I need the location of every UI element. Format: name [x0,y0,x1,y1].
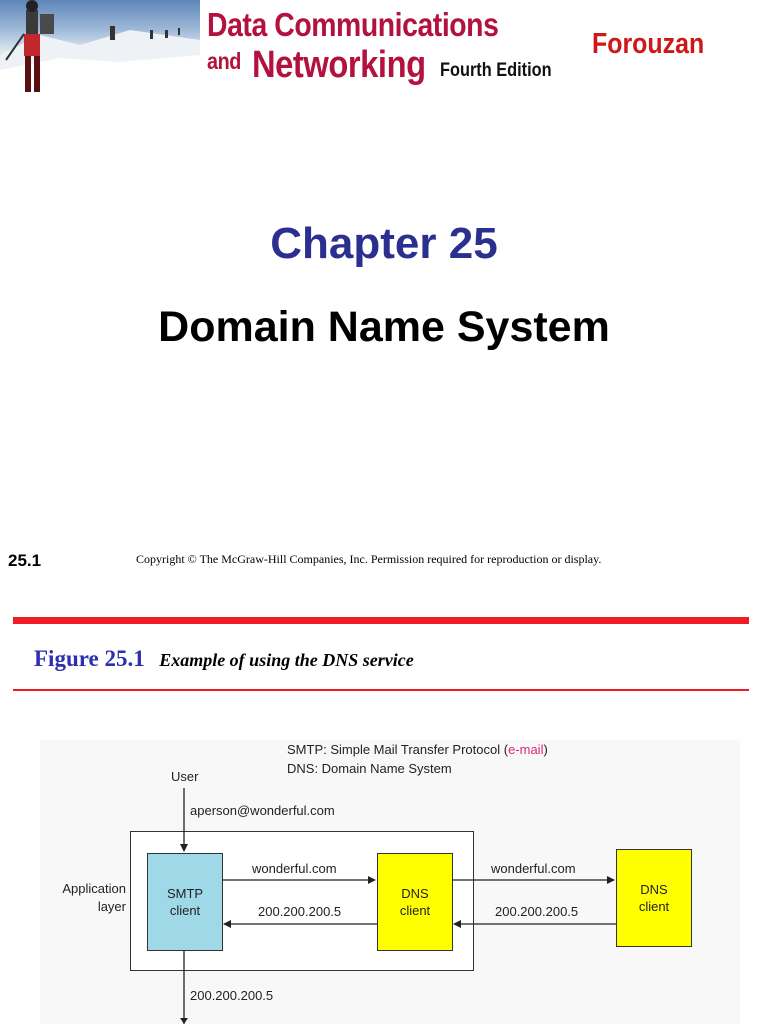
mountaineers-photo [0,0,200,93]
reply-remote-label: 200.200.200.5 [495,904,579,919]
book-banner: Data Communications and Networking Fourt… [0,0,768,94]
book-title-networking: Networking [252,44,426,86]
legend-email-highlight: e-mail [508,742,544,757]
slide-number: 25.1 [8,551,42,570]
legend-smtp: SMTP: Simple Mail Transfer Protocol (e-m… [287,742,548,757]
figure-title: Example of using the DNS service [159,650,414,670]
reply-local-label: 200.200.200.5 [258,904,342,919]
copyright-notice: Copyright © The McGraw-Hill Companies, I… [136,552,602,566]
book-author: Forouzan [592,28,705,60]
book-edition: Fourth Edition [440,60,552,81]
figure-number: Figure 25.1 [34,646,145,671]
email-address-label: aperson@wonderful.com [190,803,335,818]
figure-caption: Figure 25.1 Example of using the DNS ser… [34,646,414,672]
query-remote-label: wonderful.com [491,861,576,876]
book-title-and: and [207,48,241,74]
application-layer-label: Application layer [62,881,126,914]
query-local-label: wonderful.com [252,861,337,876]
chapter-heading: Chapter 25 [270,219,498,268]
result-ip-label: 200.200.200.5 [190,988,274,1003]
book-title-line1: Data Communications [207,6,499,43]
chapter-subtitle: Domain Name System [158,303,610,351]
mountaineers-illustration [0,0,200,93]
legend-dns: DNS: Domain Name System [287,761,452,776]
slide-top-bar [13,617,749,624]
caption-divider [13,689,749,691]
user-label: User [171,769,199,784]
